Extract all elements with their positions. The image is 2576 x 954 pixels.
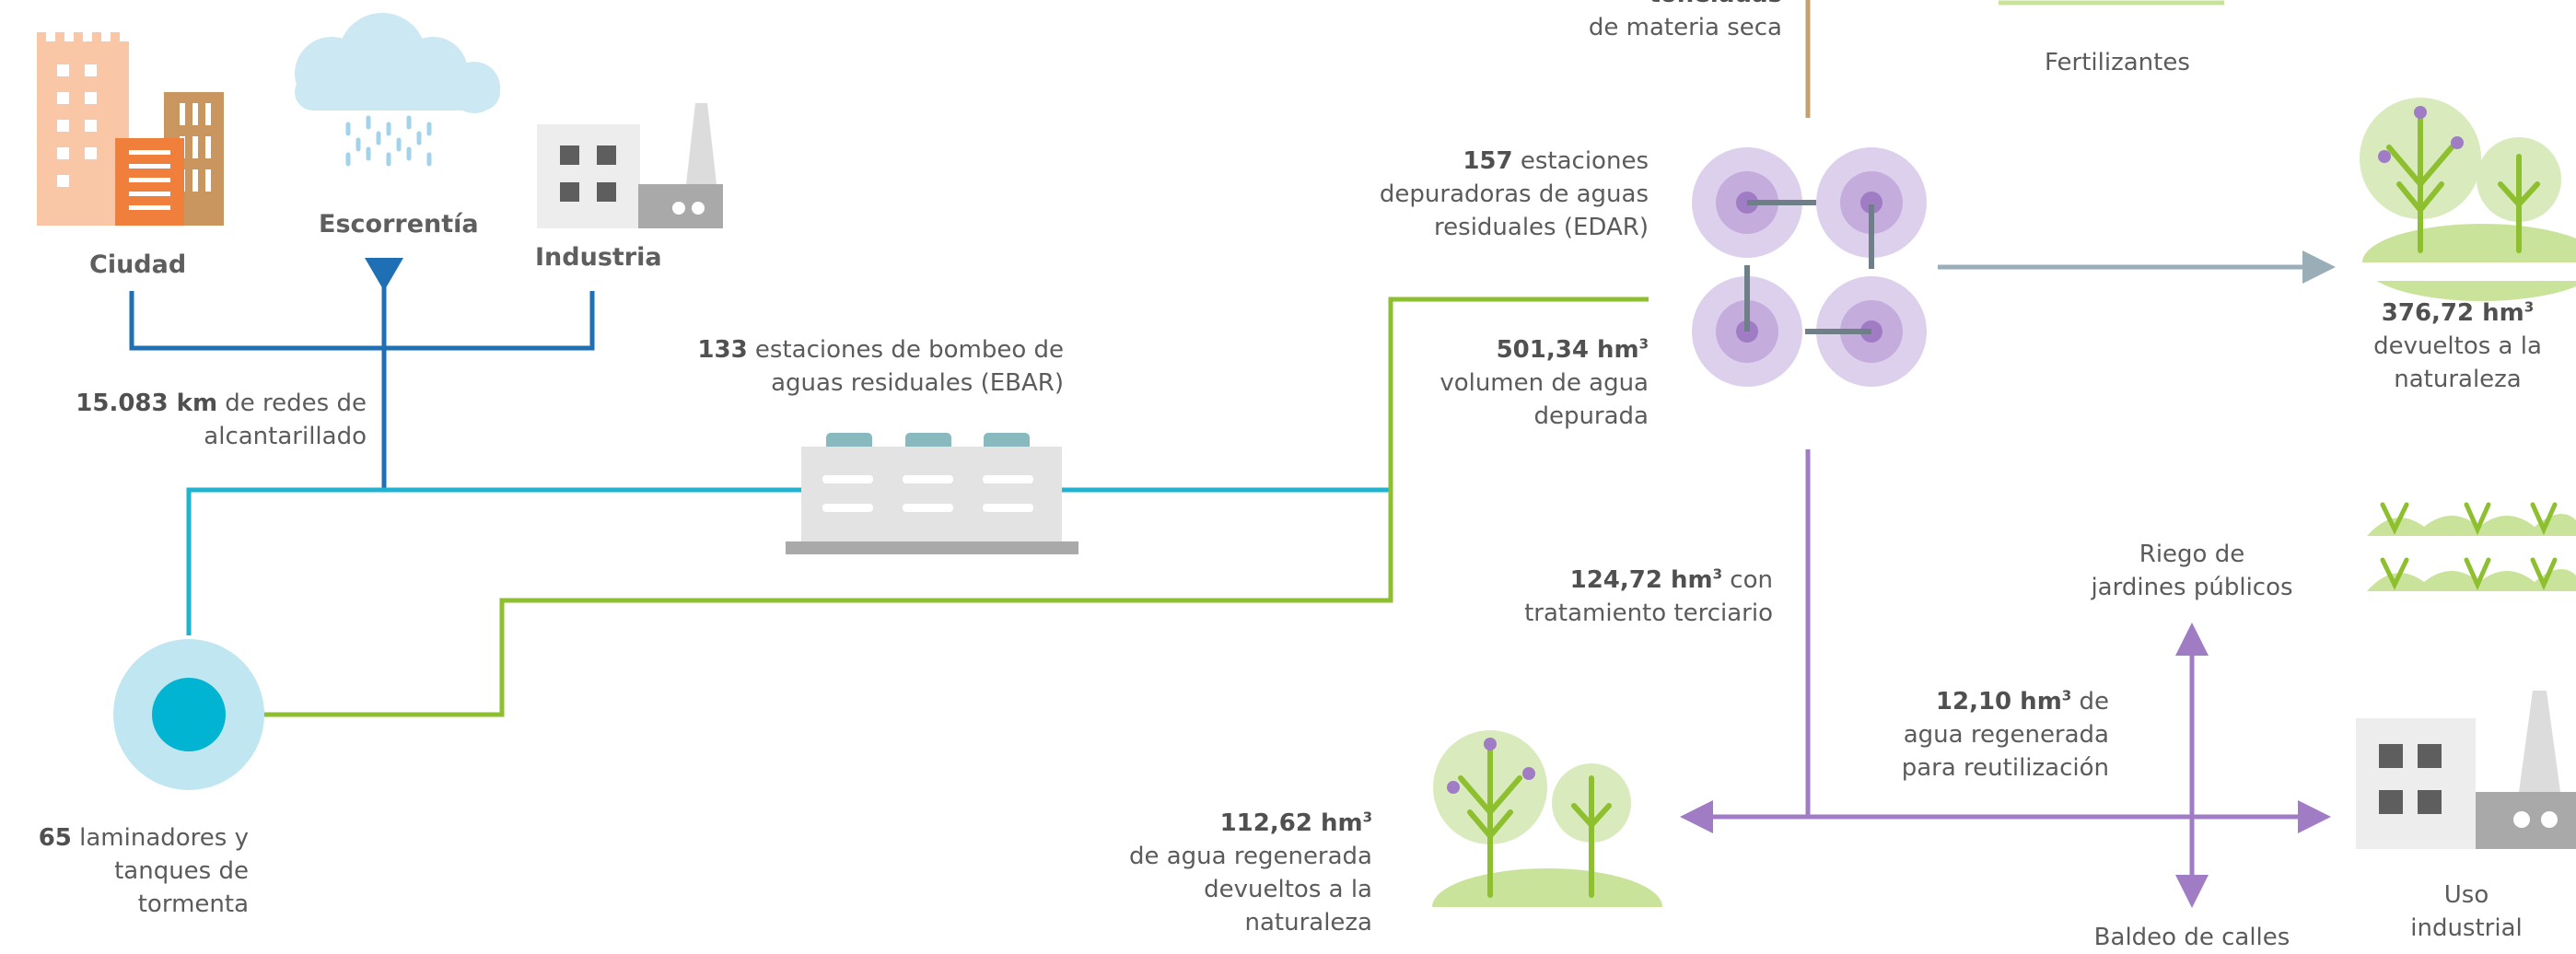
reuse-sup: 3 — [2061, 687, 2072, 704]
tertiary-text: 124,72 hm3 con tratamiento terciario — [1455, 564, 1773, 630]
green-pipe-lines — [262, 297, 1649, 717]
returned-nature-text-2: naturaleza — [2394, 366, 2522, 393]
industrial-line-2: industrial — [2410, 914, 2523, 942]
rain-cloud-icon — [295, 13, 500, 167]
riego-line-1: Riego de — [2139, 541, 2245, 568]
ciudad-label: Ciudad — [89, 250, 187, 279]
regenerated-nature-text-1: de agua regenerada — [1128, 843, 1372, 870]
escorrentia-label: Escorrentía — [319, 210, 479, 238]
sewer-length-text-1: de redes de — [217, 390, 367, 417]
gardens-icon — [2367, 502, 2576, 591]
industrial-use-label: Uso industrial — [2365, 878, 2568, 945]
returned-nature-text: 376,72 hm3 devueltos a la naturaleza — [2339, 297, 2576, 396]
treated-volume-text: 501,34 hm3 volumen de agua depurada — [1372, 333, 1649, 433]
industria-label: Industria — [535, 243, 662, 272]
regenerated-nature-text: 112,62 hm3 de agua regenerada devueltos … — [1087, 807, 1372, 939]
ebar-text-1: estaciones de bombeo de — [747, 336, 1064, 364]
ebar-text-2: aguas residuales (EBAR) — [771, 369, 1064, 397]
storm-tanks-value: 65 — [38, 824, 72, 852]
cyan-pipe-lines — [186, 487, 1391, 635]
trees-icon-top — [2358, 98, 2576, 301]
storm-tanks-text-1: laminadores y — [71, 824, 249, 852]
edar-text-3: residuales (EDAR) — [1434, 214, 1649, 241]
ebar-value: 133 — [697, 336, 748, 364]
sewer-length-value: 15.083 km — [76, 390, 218, 417]
storm-tanks-text: 65 laminadores y tanques de tormenta — [0, 821, 249, 921]
reuse-text-3: para reutilización — [1901, 754, 2109, 782]
regenerated-nature-text-3: naturaleza — [1244, 909, 1372, 937]
trees-icon-bottom — [1428, 730, 1667, 948]
edar-text-1: estaciones — [1512, 147, 1649, 175]
reuse-text-1: de — [2071, 688, 2109, 716]
industrial-line-1: Uso — [2443, 881, 2489, 909]
riego-line-2: jardines públicos — [2091, 574, 2293, 601]
returned-nature-value: 376,72 hm — [2381, 299, 2524, 327]
reuse-text: 12,10 hm3 de agua regenerada para reutil… — [1870, 685, 2109, 785]
edar-text: 157 estaciones depuradoras de aguas resi… — [1372, 145, 1649, 244]
fertilizer-label: Fertilizantes — [2045, 49, 2190, 76]
storm-tanks-text-2: tanques de tormenta — [114, 857, 249, 918]
treated-volume-text-2: depurada — [1533, 402, 1649, 430]
treatment-plant-icon — [1692, 147, 1927, 387]
regenerated-nature-sup: 3 — [1362, 809, 1372, 826]
return-arrow — [1938, 250, 2336, 284]
tertiary-sup: 3 — [1712, 565, 1723, 583]
regenerated-nature-value: 112,62 hm — [1219, 809, 1363, 837]
industrial-use-icon — [2356, 691, 2576, 849]
treated-volume-sup: 3 — [1638, 335, 1649, 353]
riego-label: Riego de jardines públicos — [2054, 538, 2330, 604]
reuse-value: 12,10 hm — [1935, 688, 2062, 716]
edar-value: 157 — [1463, 147, 1513, 175]
returned-nature-sup: 3 — [2524, 298, 2535, 316]
sewer-length-text: 15.083 km de redes de alcantarillado — [55, 387, 367, 453]
city-icon — [37, 32, 224, 226]
reuse-text-2: agua regenerada — [1903, 721, 2109, 749]
edar-text-2: depuradoras de aguas — [1379, 180, 1649, 208]
returned-nature-text-1: devueltos a la — [2373, 332, 2542, 360]
sludge-partial-line: toneladas — [1437, 0, 1782, 11]
tertiary-value: 124,72 hm — [1569, 566, 1713, 594]
pumping-station-icon — [786, 433, 1078, 554]
sludge-text: toneladas de materia seca — [1437, 0, 1782, 44]
storm-tank-icon — [113, 639, 264, 790]
tertiary-text-2: tratamiento terciario — [1524, 599, 1773, 627]
sludge-line-2: de materia seca — [1588, 14, 1782, 41]
industry-icon — [537, 103, 723, 228]
sewer-network-lines — [129, 267, 595, 490]
sewer-length-text-2: alcantarillado — [204, 423, 367, 450]
regenerated-water-lines — [1680, 449, 2331, 908]
baldeo-label: Baldeo de calles — [2093, 924, 2290, 951]
tertiary-text-1: con — [1722, 566, 1773, 594]
regenerated-nature-text-2: devueltos a la — [1204, 876, 1372, 903]
ebar-text: 133 estaciones de bombeo de aguas residu… — [663, 333, 1064, 400]
treated-volume-text-1: volumen de agua — [1440, 369, 1649, 397]
treated-volume-value: 501,34 hm — [1496, 336, 1639, 364]
downward-funnel-icon — [365, 258, 403, 291]
